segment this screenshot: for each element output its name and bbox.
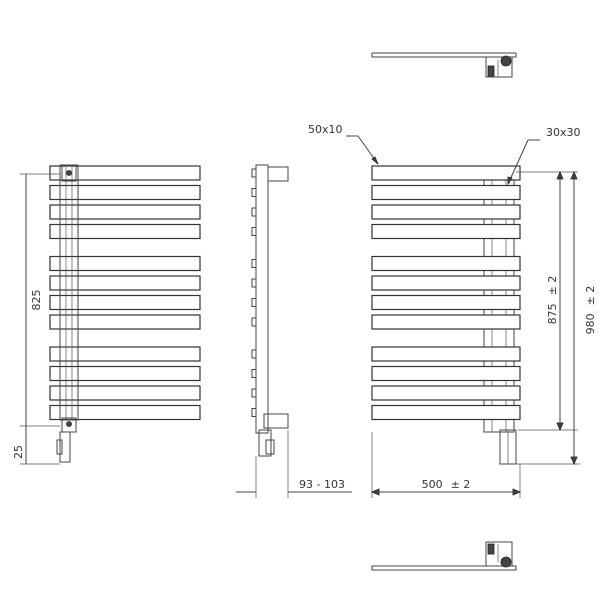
rear-bar — [49, 184, 201, 201]
rear-bar — [49, 275, 201, 291]
side-view-bar-ends — [251, 168, 257, 417]
front-bar — [371, 346, 521, 362]
front-bar — [371, 294, 521, 311]
dim-total-height-label: 980± 2 — [584, 286, 597, 335]
rear-bar — [49, 346, 201, 362]
dim-25-label: 25 — [12, 445, 25, 459]
front-bar — [371, 404, 521, 421]
rear-bar — [49, 165, 201, 181]
side-bar-end — [251, 188, 257, 197]
dim-axis-height-label: 875± 2 — [546, 276, 559, 325]
rear-view: 825 25 — [12, 164, 201, 465]
side-bar-end — [251, 349, 257, 359]
rear-bar — [49, 255, 201, 272]
rear-bar — [49, 294, 201, 311]
rear-bar — [49, 385, 201, 401]
front-view: 50x10 30x30 500± 2 875± 2 980± 2 — [308, 123, 597, 498]
rear-view-bars — [49, 165, 201, 421]
rear-bar — [49, 314, 201, 330]
rear-bar — [49, 204, 201, 220]
tube-main-label: 50x10 — [308, 123, 343, 136]
side-bar-end — [251, 227, 257, 236]
side-bar-end — [251, 408, 257, 417]
front-bar — [371, 314, 521, 330]
side-bar-end — [251, 369, 257, 378]
front-bar — [371, 165, 521, 181]
front-view-bars — [371, 165, 521, 421]
dim-depth-label: 93 - 103 — [299, 478, 345, 491]
side-bar-end — [251, 168, 257, 178]
rear-bar — [49, 223, 201, 240]
side-bar-end — [251, 259, 257, 268]
side-bar-end — [251, 278, 257, 288]
side-bar-end — [251, 298, 257, 307]
rear-bar — [49, 365, 201, 382]
front-bar — [371, 204, 521, 220]
side-bar-end — [251, 388, 257, 398]
front-bar — [371, 255, 521, 272]
front-bar — [371, 223, 521, 240]
side-bar-end — [251, 207, 257, 217]
side-bar-end — [251, 317, 257, 327]
front-bar — [371, 275, 521, 291]
tube-collector-label: 30x30 — [546, 126, 581, 139]
bottom-plan-view — [371, 541, 517, 571]
dim-825-label: 825 — [30, 290, 43, 311]
side-view: 93 - 103 — [236, 164, 352, 498]
top-plan-view — [371, 52, 517, 78]
rear-bar — [49, 404, 201, 421]
front-bar — [371, 184, 521, 201]
dim-width-label: 500± 2 — [422, 478, 471, 491]
front-bar — [371, 365, 521, 382]
front-bar — [371, 385, 521, 401]
